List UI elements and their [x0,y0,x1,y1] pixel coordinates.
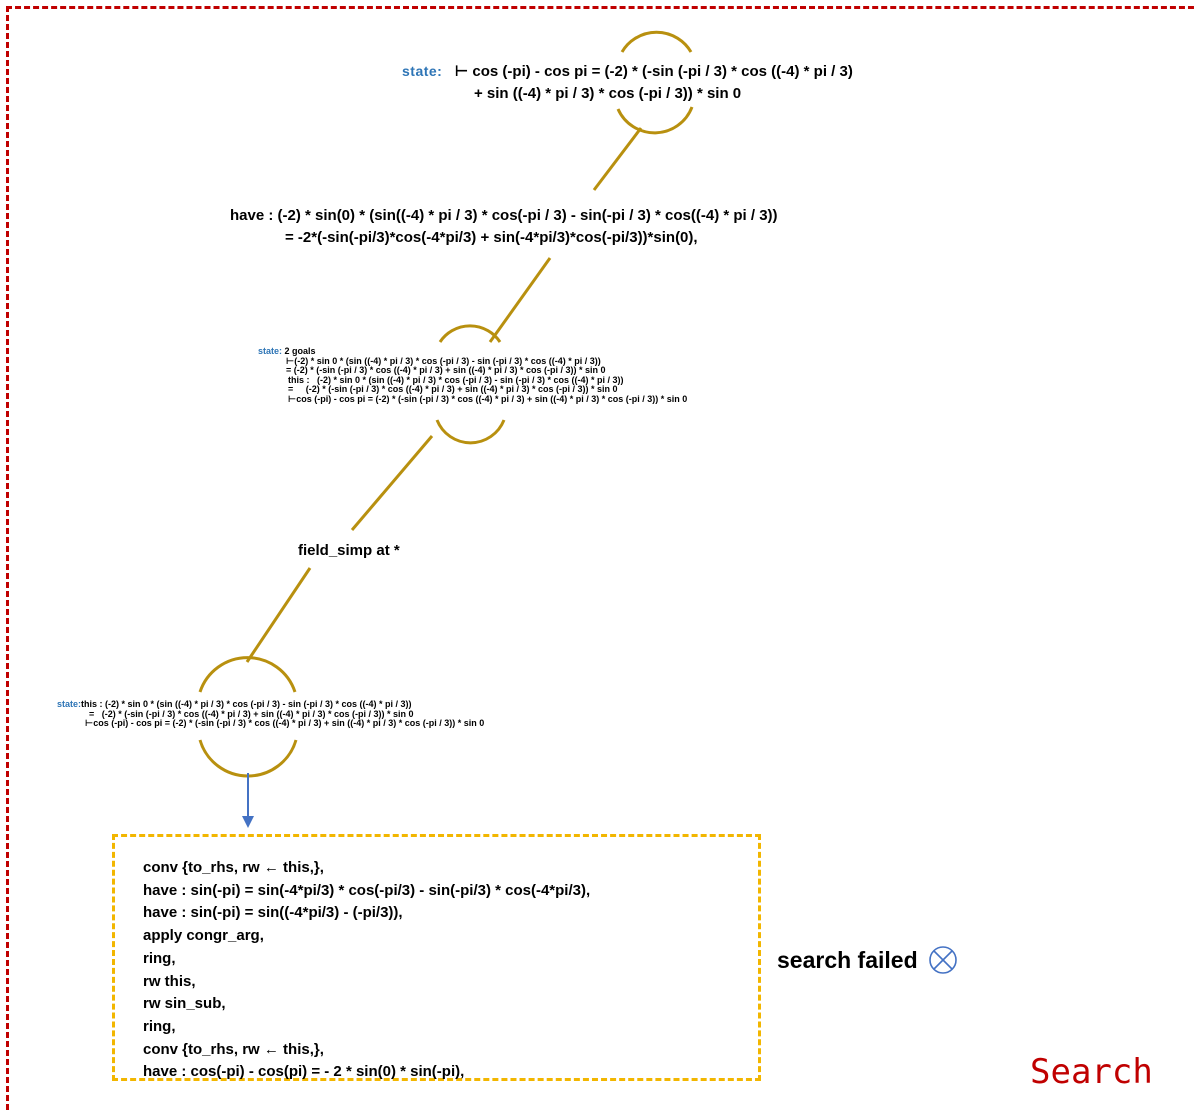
edge-state2-fieldsimp [350,435,434,531]
arrow-head [242,816,254,828]
node-circle-3-bottom [198,739,298,778]
state-goal-line: = (-2) * (-sin (-pi / 3) * cos ((-4) * p… [286,365,606,376]
state-goal-line: + sin ((-4) * pi / 3) * cos (-pi / 3)) *… [474,85,742,102]
state-label: state: [57,699,82,709]
state-goal-line: ⊢ cos (-pi) - cos pi = (-2) * (-sin (-pi… [454,63,853,80]
edge-state1-have [592,127,643,191]
code-line: have : sin(-pi) = sin(-4*pi/3) * cos(-pi… [143,881,591,899]
code-line: have : cos(-pi) - cos(pi) = - 2 * sin(0)… [143,1063,465,1081]
code-line: rw this, [143,972,196,990]
state-goal-line: ⊢cos (-pi) - cos pi = (-2) * (-sin (-pi … [85,718,485,729]
search-failed-label: search failed [777,946,918,973]
tactic-code-box: conv {to_rhs, rw ← this,}, have : sin(-p… [112,834,761,1081]
code-line: conv {to_rhs, rw ← this,}, [143,1040,324,1058]
state-node-1: state: ⊢ cos (-pi) - cos pi = (-2) * (-s… [402,60,853,105]
state-goal-line: this : (-2) * sin 0 * (sin ((-4) * pi / … [288,374,624,385]
circle-x-icon [928,946,957,974]
node-circle-1-bottom [616,106,694,135]
edge-have-state2 [488,257,552,343]
goal-count: 2 goals [284,346,316,356]
state-goal-line: = (-2) * (-sin (-pi / 3) * cos ((-4) * p… [288,384,618,395]
tactic-line: = -2*(-sin(-pi/3)*cos(-4*pi/3) + sin(-4*… [285,229,698,246]
edge-fieldsimp-state3 [245,567,312,663]
code-line: conv {to_rhs, rw ← this,}, [143,859,324,876]
search-status: search failed [777,945,958,975]
have-tactic-node: have : (-2) * sin(0) * (sin((-4) * pi / … [230,205,778,249]
state-goal-line: ⊢(-2) * sin 0 * (sin ((-4) * pi / 3) * c… [286,355,601,366]
node-circle-3-top [198,656,297,693]
tactic-line: have : (-2) * sin(0) * (sin((-4) * pi / … [230,207,778,224]
state-label: state: [258,346,283,356]
state-node-3: state:this : (-2) * sin 0 * (sin ((-4) *… [57,699,485,729]
section-title: Search [1030,1052,1153,1092]
code-line: ring, [143,1017,176,1035]
code-line: apply congr_arg, [143,927,264,945]
code-line: rw sin_sub, [143,995,226,1013]
state-goal-line: this : (-2) * sin 0 * (sin ((-4) * pi / … [81,699,412,709]
node-circle-2-bottom [435,419,506,445]
code-line: have : sin(-pi) = sin((-4*pi/3) - (-pi/3… [143,904,403,922]
field-simp-tactic: field_simp at * [298,542,400,559]
state-node-2: state: 2 goals ⊢(-2) * sin 0 * (sin ((-4… [258,346,688,405]
node-circle-1-top [620,30,693,53]
state-label: state: [402,63,443,79]
code-line: ring, [143,949,176,967]
state-goal-line: ⊢cos (-pi) - cos pi = (-2) * (-sin (-pi … [288,393,688,404]
search-frame [6,6,1197,1110]
state-goal-line: = (-2) * (-sin (-pi / 3) * cos ((-4) * p… [89,708,414,719]
